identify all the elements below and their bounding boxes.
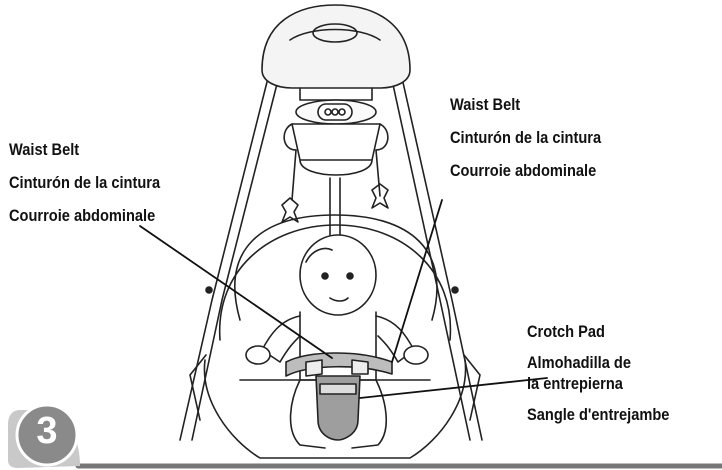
crotch-pad-es-2: la entrepierna [527, 374, 669, 393]
waist-belt-left-fr: Courroie abdominale [9, 206, 160, 225]
motor-housing [262, 5, 410, 124]
waist-belt-left-es: Cinturón de la cintura [9, 173, 160, 192]
step-number: 3 [20, 409, 74, 453]
crotch-pad [316, 376, 360, 440]
crotch-pad-es-1: Almohadilla de [527, 353, 669, 372]
crotch-pad-fr: Sangle d'entrejambe [527, 405, 669, 424]
crotch-pad-label: Crotch Pad Almohadilla de la entrepierna… [527, 322, 669, 424]
waist-belt-left-en: Waist Belt [9, 140, 160, 159]
crotch-pad-en: Crotch Pad [527, 322, 669, 341]
waist-belt-right-fr: Courroie abdominale [450, 161, 601, 180]
waist-belt-right-es: Cinturón de la cintura [450, 128, 601, 147]
waist-belt-right-en: Waist Belt [450, 95, 601, 114]
waist-belt-label-right: Waist Belt Cinturón de la cintura Courro… [450, 95, 601, 194]
waist-belt-label-left: Waist Belt Cinturón de la cintura Courro… [9, 140, 160, 239]
hanging-toys [282, 184, 388, 222]
